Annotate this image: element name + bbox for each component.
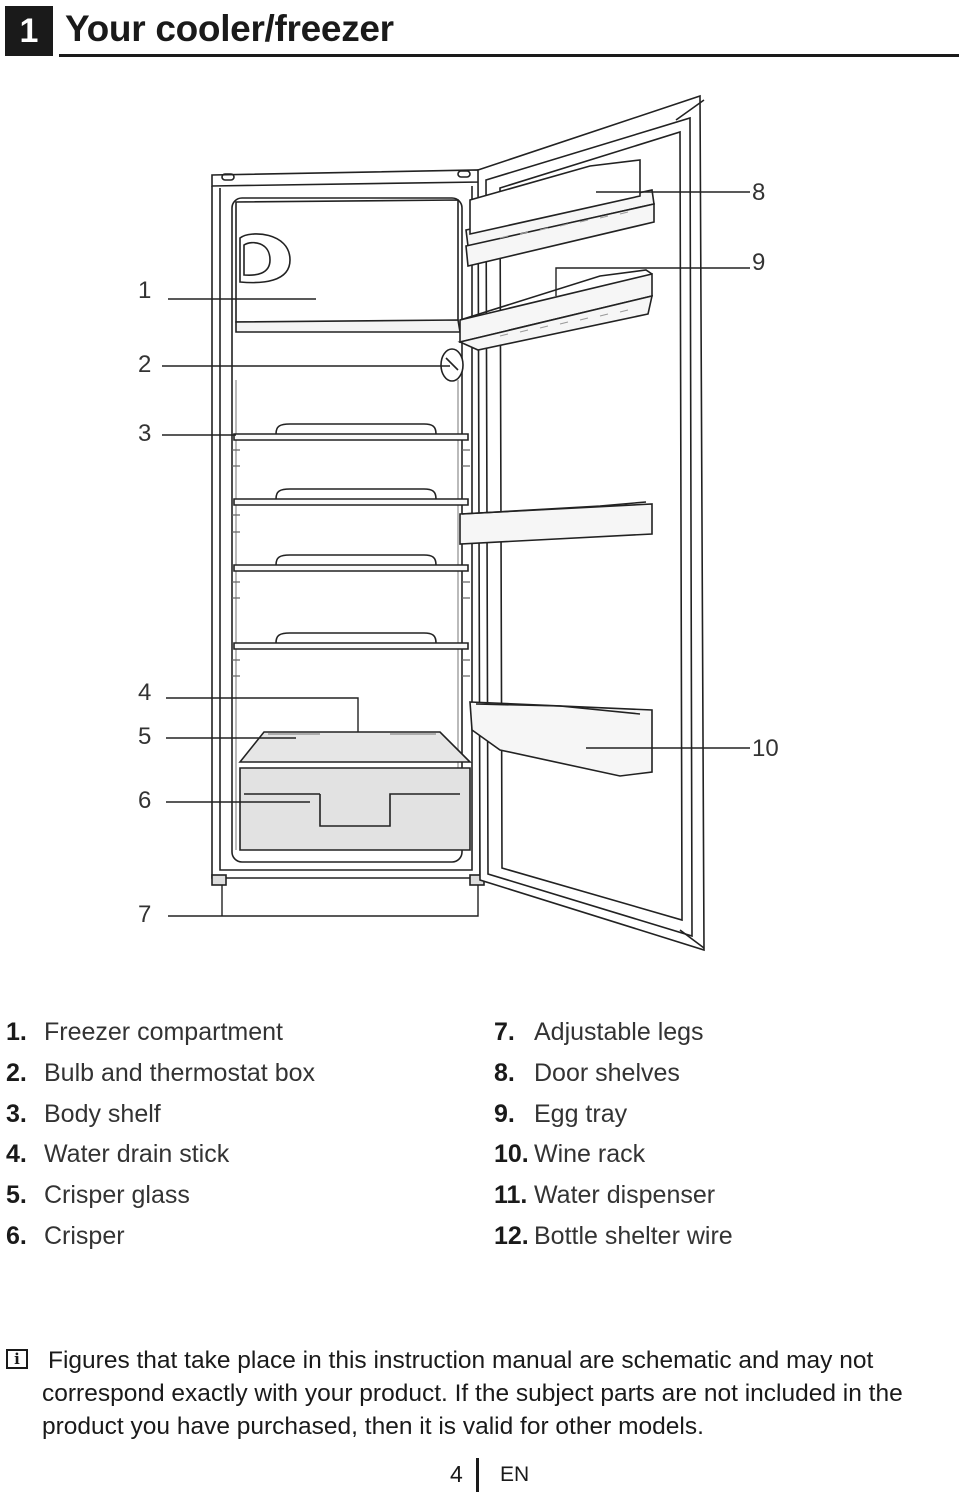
legend-left: 1. Freezer compartment 2. Bulb and thermos… [6, 1014, 466, 1259]
page-footer: 4 EN [0, 1458, 960, 1492]
callout-5: 5 [138, 723, 151, 750]
callout-6: 6 [138, 787, 151, 814]
callout-7: 7 [138, 901, 151, 928]
legend-item: 7. Adjustable legs [494, 1014, 954, 1055]
legend-num: 12. [494, 1221, 529, 1250]
legend-item: 8. Door shelves [494, 1055, 954, 1096]
legend-item: 12.Bottle shelter wire [494, 1218, 954, 1259]
legend-num: 3. [6, 1099, 27, 1128]
footer-divider [476, 1458, 479, 1492]
legend-label: Bulb and thermostat box [44, 1058, 315, 1087]
fridge-illustration: 1 2 3 4 5 6 7 8 9 10 [138, 94, 779, 952]
callout-2: 2 [138, 351, 151, 378]
legend-item: 11.Water dispenser [494, 1177, 954, 1218]
legend-num: 6. [6, 1221, 27, 1250]
fridge-diagram: 1 2 3 4 5 6 7 8 9 10 [0, 70, 960, 970]
legend-right: 7. Adjustable legs 8. Door shelves 9. Egg t… [494, 1014, 954, 1259]
legend-num: 8. [494, 1058, 515, 1087]
legend-label: Adjustable legs [534, 1018, 704, 1046]
legend-label: Bottle shelter wire [534, 1221, 733, 1250]
section-header: 1 Your cooler/freezer [5, 4, 959, 57]
header-rule [59, 54, 959, 57]
note-text: Figures that take place in this instruct… [42, 1347, 903, 1440]
legend-num: 9. [494, 1099, 515, 1128]
legend-item: 3. Body shelf [6, 1096, 466, 1137]
page-number: 4 [450, 1461, 463, 1487]
legend-num: 7. [494, 1018, 515, 1046]
info-icon: i [6, 1349, 28, 1369]
legend-label: Body shelf [44, 1099, 161, 1128]
legend-item: 1. Freezer compartment [6, 1014, 466, 1055]
legend-label: Water drain stick [44, 1140, 230, 1169]
section-number-badge: 1 [5, 6, 53, 56]
legend-num: 5. [6, 1181, 27, 1210]
callout-1: 1 [138, 277, 151, 304]
legend-item: 9. Egg tray [494, 1096, 954, 1137]
legend-label: Wine rack [534, 1140, 646, 1169]
legend-item: 2. Bulb and thermostat box [6, 1055, 466, 1096]
info-note: i Figures that take place in this instru… [6, 1344, 946, 1443]
legend-label: Crisper glass [44, 1181, 190, 1210]
language-code: EN [500, 1463, 530, 1486]
section-title: Your cooler/freezer [65, 8, 394, 49]
legend-num: 11. [494, 1181, 528, 1210]
legend-label: Door shelves [534, 1058, 680, 1087]
legend-label: Freezer compartment [44, 1018, 283, 1046]
legend-item: 6. Crisper [6, 1218, 466, 1259]
callout-9: 9 [752, 249, 765, 276]
legend-item: 5. Crisper glass [6, 1177, 466, 1218]
callout-4: 4 [138, 679, 151, 706]
legend-num: 10. [494, 1140, 529, 1169]
legend-num: 1. [6, 1018, 27, 1046]
legend-label: Egg tray [534, 1099, 628, 1128]
legend-label: Water dispenser [534, 1181, 716, 1210]
callout-8: 8 [752, 179, 765, 206]
legend-item: 10.Wine rack [494, 1136, 954, 1177]
legend-num: 2. [6, 1058, 27, 1087]
callout-3: 3 [138, 420, 151, 447]
callout-10: 10 [752, 735, 779, 762]
legend-num: 4. [6, 1140, 27, 1169]
legend-item: 4. Water drain stick [6, 1136, 466, 1177]
legend-label: Crisper [44, 1221, 125, 1250]
